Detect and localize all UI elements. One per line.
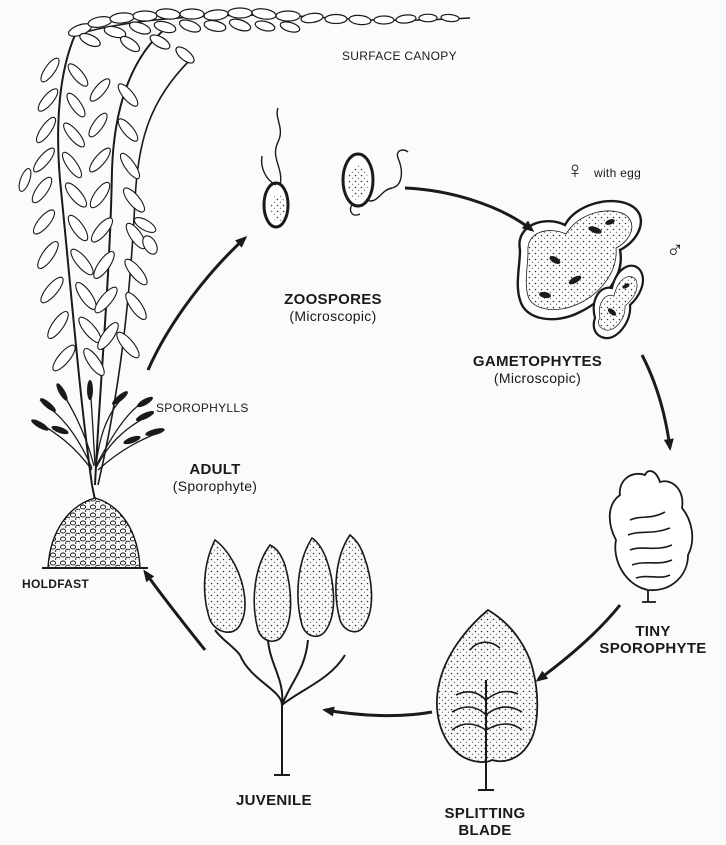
label-splitting-blade-line2: BLADE bbox=[420, 823, 550, 840]
label-gametophytes-sub: (Microscopic) bbox=[460, 371, 615, 387]
label-tiny-sporophyte-line1: TINY bbox=[585, 624, 721, 641]
gametophytes-drawing bbox=[518, 201, 643, 338]
label-gametophytes-title: GAMETOPHYTES bbox=[460, 354, 615, 371]
tiny-sporophyte-drawing bbox=[610, 471, 693, 602]
arrow-zoospores-to-gametophytes bbox=[405, 188, 532, 230]
label-adult: ADULT (Sporophyte) bbox=[160, 462, 270, 494]
label-tiny-sporophyte: TINY SPOROPHYTE bbox=[585, 624, 721, 658]
label-tiny-sporophyte-line2: SPOROPHYTE bbox=[585, 641, 721, 658]
arrow-juvenile-to-adult bbox=[145, 572, 205, 650]
male-symbol-icon: ♂ bbox=[666, 238, 684, 265]
label-adult-sub: (Sporophyte) bbox=[160, 479, 270, 495]
splitting-blade-drawing bbox=[437, 610, 537, 790]
label-zoospores-sub: (Microscopic) bbox=[258, 309, 408, 325]
label-sporophylls: SPOROPHYLLS bbox=[156, 402, 249, 415]
female-symbol-icon: ♀ bbox=[566, 158, 584, 185]
label-zoospores-title: ZOOSPORES bbox=[258, 292, 408, 309]
label-holdfast: HOLDFAST bbox=[22, 578, 89, 591]
juvenile-drawing bbox=[205, 535, 372, 775]
label-adult-title: ADULT bbox=[160, 462, 270, 479]
label-splitting-blade-line1: SPLITTING bbox=[420, 806, 550, 823]
label-with-egg: with egg bbox=[594, 167, 641, 180]
zoospores-drawing bbox=[262, 108, 408, 227]
label-zoospores: ZOOSPORES (Microscopic) bbox=[258, 292, 408, 324]
label-surface-canopy: SURFACE CANOPY bbox=[342, 50, 457, 63]
label-splitting-blade: SPLITTING BLADE bbox=[420, 806, 550, 840]
label-gametophytes: GAMETOPHYTES (Microscopic) bbox=[460, 354, 615, 386]
arrow-gametophytes-to-tiny-sporophyte bbox=[642, 355, 670, 448]
arrow-adult-to-zoospores bbox=[148, 238, 245, 370]
label-juvenile: JUVENILE bbox=[236, 793, 312, 810]
arrow-splitting-blade-to-juvenile bbox=[325, 710, 432, 716]
